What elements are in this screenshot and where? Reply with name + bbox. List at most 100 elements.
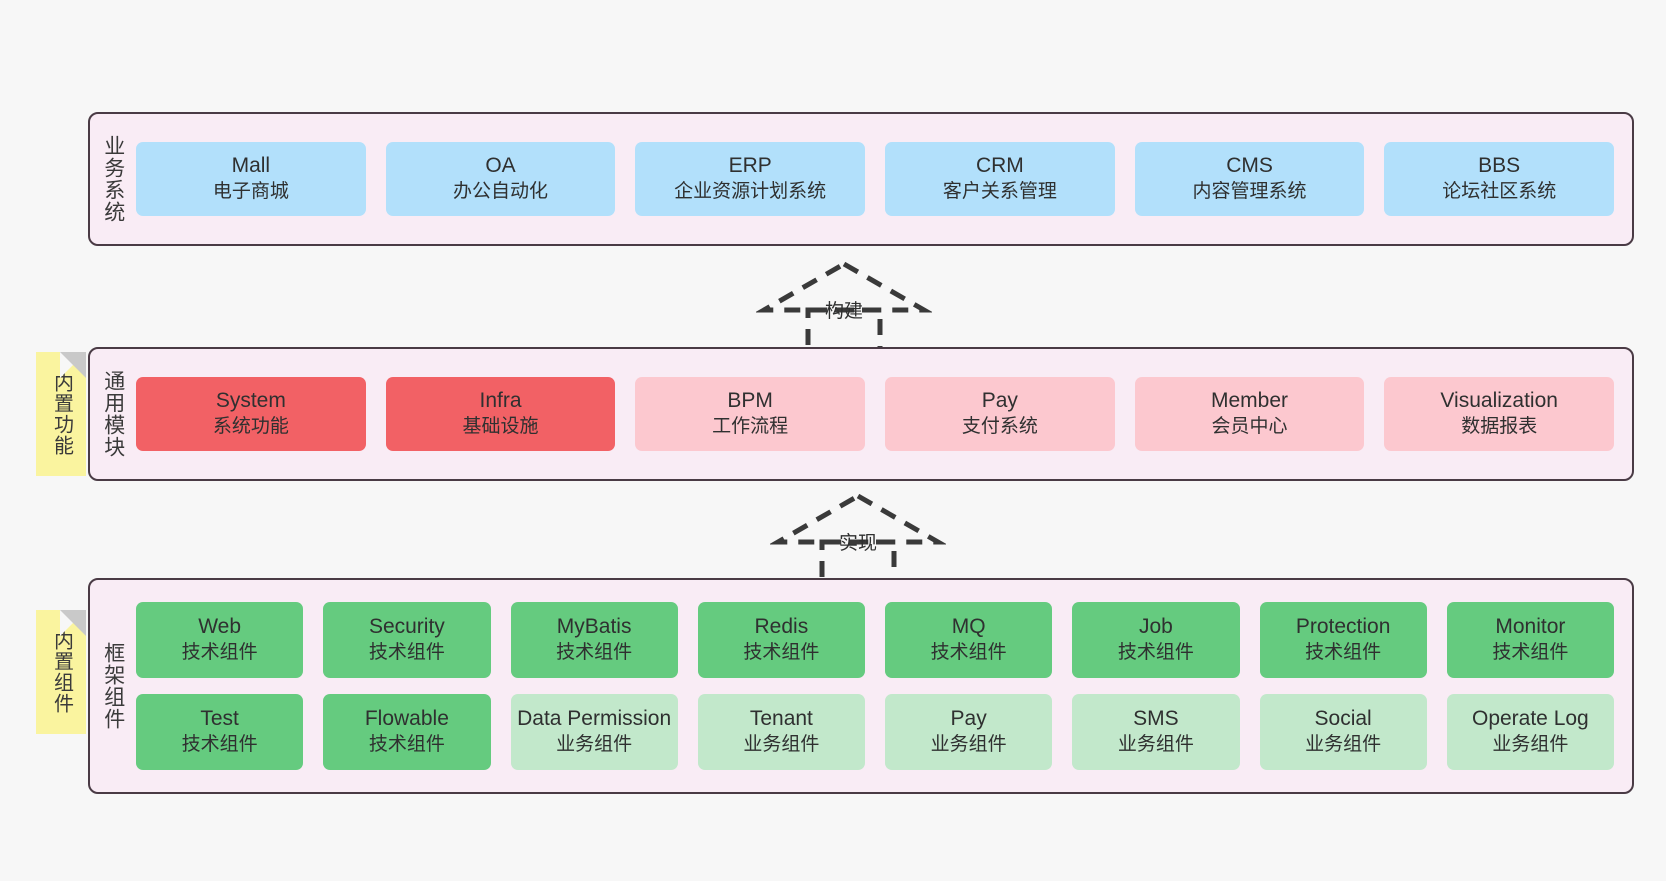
arrow-implement: 实现 <box>768 490 948 585</box>
card-title-cn: 业务组件 <box>556 734 633 756</box>
card-mq[interactable]: MQ 技术组件 <box>885 602 1053 678</box>
card-row: System 系统功能 Infra 基础设施 BPM 工作流程 Pay 支付系统… <box>136 377 1615 451</box>
card-title-en: Security <box>368 615 445 639</box>
card-social[interactable]: Social 业务组件 <box>1259 694 1427 770</box>
card-title-cn: 技术组件 <box>930 642 1007 664</box>
card-flowable[interactable]: Flowable 技术组件 <box>323 694 491 770</box>
layer-label-framework-components: 框架组件 <box>101 642 125 730</box>
card-row: Web 技术组件 Security 技术组件 MyBatis 技术组件 Redi… <box>136 602 1614 678</box>
card-title-en: Infra <box>479 389 522 413</box>
card-title-en: Mall <box>231 154 271 178</box>
layer-business-system: 业务系统 Mall 电子商城 OA 办公自动化 ERP 企业资源计划系统 CRM… <box>88 112 1634 246</box>
card-title-cn: 业务组件 <box>930 734 1007 756</box>
card-title-en: Tenant <box>749 707 813 731</box>
card-title-en: Social <box>1314 707 1372 731</box>
card-title-cn: 技术组件 <box>181 734 258 756</box>
card-test[interactable]: Test 技术组件 <box>136 694 304 770</box>
card-title-en: MyBatis <box>556 615 632 639</box>
card-title-en: Flowable <box>364 707 449 731</box>
card-visualization[interactable]: Visualization 数据报表 <box>1384 377 1615 451</box>
card-title-en: CRM <box>975 154 1024 178</box>
card-mybatis[interactable]: MyBatis 技术组件 <box>510 602 678 678</box>
card-monitor[interactable]: Monitor 技术组件 <box>1446 602 1614 678</box>
card-operate-log[interactable]: Operate Log 业务组件 <box>1446 694 1614 770</box>
arrow-implement-icon <box>768 493 948 585</box>
card-title-cn: 电子商城 <box>212 181 289 203</box>
sticky-note-builtin-components: 内置组件 <box>36 610 86 734</box>
card-title-cn: 企业资源计划系统 <box>674 181 827 203</box>
card-title-cn: 业务组件 <box>1305 734 1382 756</box>
card-job[interactable]: Job 技术组件 <box>1072 602 1240 678</box>
card-security[interactable]: Security 技术组件 <box>323 602 491 678</box>
card-redis[interactable]: Redis 技术组件 <box>697 602 865 678</box>
card-title-en: Pay <box>950 707 987 731</box>
card-infra[interactable]: Infra 基础设施 <box>385 377 616 451</box>
card-title-en: Visualization <box>1440 389 1558 413</box>
card-title-cn: 技术组件 <box>368 734 445 756</box>
card-title-en: Redis <box>754 615 809 639</box>
card-title-cn: 工作流程 <box>712 416 789 438</box>
sticky-note-label: 内置功能 <box>50 372 73 456</box>
card-title-cn: 会员中心 <box>1211 416 1288 438</box>
layer-label-business-system: 业务系统 <box>101 135 125 223</box>
card-title-cn: 技术组件 <box>556 642 633 664</box>
card-title-en: Operate Log <box>1471 707 1589 731</box>
arrow-implement-label: 实现 <box>838 533 878 554</box>
card-title-cn: 论坛社区系统 <box>1442 181 1557 203</box>
card-title-cn: 技术组件 <box>1117 642 1194 664</box>
card-title-cn: 内容管理系统 <box>1192 181 1307 203</box>
layer-body-framework-components: Web 技术组件 Security 技术组件 MyBatis 技术组件 Redi… <box>136 580 1632 792</box>
card-title-en: Monitor <box>1495 615 1566 639</box>
card-title-cn: 业务组件 <box>743 734 820 756</box>
card-title-en: Web <box>198 615 242 639</box>
card-title-en: Job <box>1138 615 1173 639</box>
card-title-en: System <box>215 389 286 413</box>
card-protection[interactable]: Protection 技术组件 <box>1259 602 1427 678</box>
card-title-en: OA <box>485 154 516 178</box>
sticky-note-builtin-features: 内置功能 <box>36 352 86 476</box>
card-title-en: BBS <box>1478 154 1521 178</box>
card-pay-module[interactable]: Pay 支付系统 <box>885 377 1115 451</box>
card-title-en: Data Permission <box>517 707 672 731</box>
card-title-cn: 业务组件 <box>1117 734 1194 756</box>
card-title-en: Protection <box>1295 615 1391 639</box>
card-title-en: CMS <box>1226 154 1273 178</box>
arrow-build-icon <box>754 261 934 353</box>
card-data-permission[interactable]: Data Permission 业务组件 <box>510 694 678 770</box>
card-title-cn: 数据报表 <box>1461 416 1538 438</box>
card-title-en: ERP <box>728 154 772 178</box>
layer-body-common-modules: System 系统功能 Infra 基础设施 BPM 工作流程 Pay 支付系统… <box>136 349 1632 479</box>
card-title-cn: 办公自动化 <box>453 181 549 203</box>
card-title-en: Pay <box>981 389 1018 413</box>
card-title-cn: 系统功能 <box>212 416 289 438</box>
arrow-build-label: 构建 <box>824 301 864 322</box>
card-oa[interactable]: OA 办公自动化 <box>385 142 616 216</box>
card-pay-component[interactable]: Pay 业务组件 <box>885 694 1053 770</box>
card-title-cn: 客户关系管理 <box>942 181 1057 203</box>
card-title-cn: 技术组件 <box>1492 642 1569 664</box>
card-title-cn: 业务组件 <box>1492 734 1569 756</box>
card-web[interactable]: Web 技术组件 <box>136 602 304 678</box>
card-cms[interactable]: CMS 内容管理系统 <box>1134 142 1365 216</box>
card-mall[interactable]: Mall 电子商城 <box>136 142 366 216</box>
card-tenant[interactable]: Tenant 业务组件 <box>697 694 865 770</box>
layer-label-common-modules: 通用模块 <box>101 370 125 458</box>
card-title-en: Test <box>200 707 239 731</box>
card-bbs[interactable]: BBS 论坛社区系统 <box>1384 142 1615 216</box>
card-title-en: Member <box>1211 389 1289 413</box>
card-title-cn: 技术组件 <box>181 642 258 664</box>
layer-body-business-system: Mall 电子商城 OA 办公自动化 ERP 企业资源计划系统 CRM 客户关系… <box>136 114 1632 244</box>
card-system[interactable]: System 系统功能 <box>136 377 366 451</box>
card-title-cn: 支付系统 <box>961 416 1038 438</box>
card-title-en: SMS <box>1133 707 1179 731</box>
card-crm[interactable]: CRM 客户关系管理 <box>885 142 1115 216</box>
card-bpm[interactable]: BPM 工作流程 <box>635 377 866 451</box>
card-title-cn: 技术组件 <box>368 642 445 664</box>
card-sms[interactable]: SMS 业务组件 <box>1072 694 1240 770</box>
card-row: Mall 电子商城 OA 办公自动化 ERP 企业资源计划系统 CRM 客户关系… <box>136 142 1615 216</box>
layer-common-modules: 通用模块 System 系统功能 Infra 基础设施 BPM 工作流程 Pay… <box>88 347 1634 481</box>
card-erp[interactable]: ERP 企业资源计划系统 <box>635 142 866 216</box>
card-row: Test 技术组件 Flowable 技术组件 Data Permission … <box>136 694 1614 770</box>
card-member[interactable]: Member 会员中心 <box>1134 377 1365 451</box>
